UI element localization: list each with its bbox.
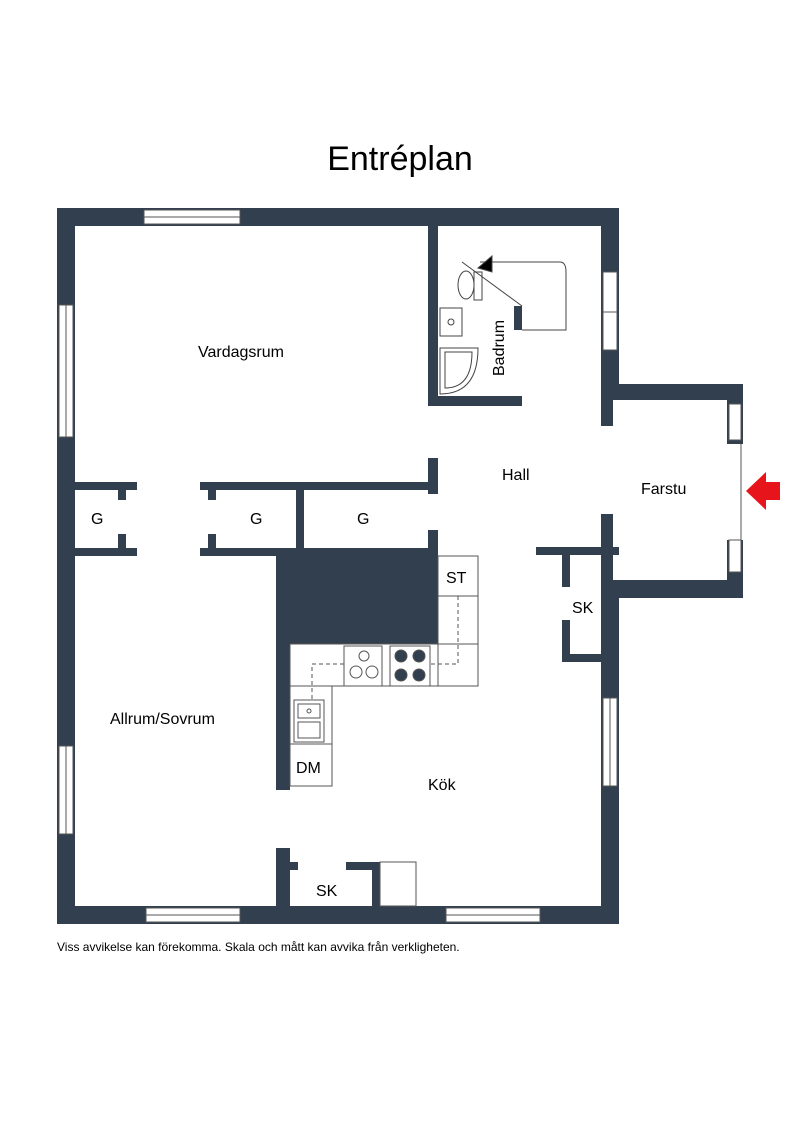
window-icon [728, 539, 742, 573]
plan-title: Entréplan [327, 140, 473, 178]
wall-kitchen-left [276, 548, 290, 790]
kitchen-counters [289, 555, 479, 907]
wall-g1-post-top [118, 482, 126, 500]
window-icon [58, 745, 74, 835]
room-label-sk-hall: SK [572, 600, 594, 617]
kitchen-sink-icon [293, 699, 325, 743]
room-label-farstu: Farstu [641, 481, 686, 498]
kitchen-block [276, 548, 438, 644]
bathroom-fixtures [439, 254, 567, 395]
wall-skb-top-right [346, 862, 380, 870]
toilet-icon [457, 270, 483, 301]
wall-bath-bottom [428, 396, 522, 406]
wall-skb-left [276, 848, 290, 920]
wall-skb-top [276, 862, 298, 870]
window-icon [728, 403, 742, 441]
wall-g-top [75, 482, 137, 490]
wall-g2-post-bottom [208, 534, 216, 554]
room-label-hall: Hall [502, 467, 530, 484]
wall-hall-stub [428, 458, 438, 494]
windows [58, 209, 742, 923]
wall-sk-left-bottom [562, 620, 570, 660]
stove-icon [389, 645, 431, 687]
room-label-st: ST [446, 570, 467, 587]
window-icon [602, 271, 618, 351]
window-icon [602, 697, 618, 787]
wall-farstu-bottom [601, 580, 743, 598]
wall-farstu-inner-bottom [601, 514, 613, 598]
room-label-g1: G [91, 511, 103, 528]
wall-g3-right [428, 530, 438, 556]
wall-g-divider [296, 482, 304, 556]
room-label-sk-bottom: SK [316, 883, 338, 900]
disclaimer: Viss avvikelse kan förekomma. Skala och … [57, 940, 460, 954]
window-icon [145, 907, 241, 923]
wall-sk-left-top [562, 547, 570, 587]
room-label-allrum: Allrum/Sovrum [110, 711, 215, 728]
wall-g1-post-bottom [118, 534, 126, 554]
wall-farstu-inner-top [601, 384, 613, 426]
room-label-kok: Kök [428, 777, 457, 794]
wall-top [57, 208, 619, 226]
window-icon [445, 907, 541, 923]
wall-sk-top [536, 547, 619, 555]
window-icon [58, 304, 74, 438]
wall-g2-post-top [208, 482, 216, 500]
wall-g-top-2 [200, 482, 438, 490]
room-label-badrum: Badrum [491, 320, 508, 376]
wall-g-bottom [75, 548, 137, 556]
wall-sk-bottom [562, 654, 602, 662]
wall-bath-left [428, 222, 438, 406]
room-label-dm: DM [296, 760, 321, 777]
wall-skb-right [372, 862, 380, 920]
entry-arrow-icon [746, 472, 780, 510]
window-icon [143, 209, 241, 225]
door-swing-marker [476, 254, 493, 273]
shower-icon [439, 347, 479, 395]
wall-bath-stub [514, 306, 522, 330]
room-label-vardagsrum: Vardagsrum [198, 344, 284, 361]
room-label-g3: G [357, 511, 369, 528]
sink-icon [439, 307, 463, 337]
walls [57, 208, 743, 924]
room-label-g2: G [250, 511, 262, 528]
wall-farstu-top [601, 384, 743, 400]
stove-icon [343, 645, 383, 687]
